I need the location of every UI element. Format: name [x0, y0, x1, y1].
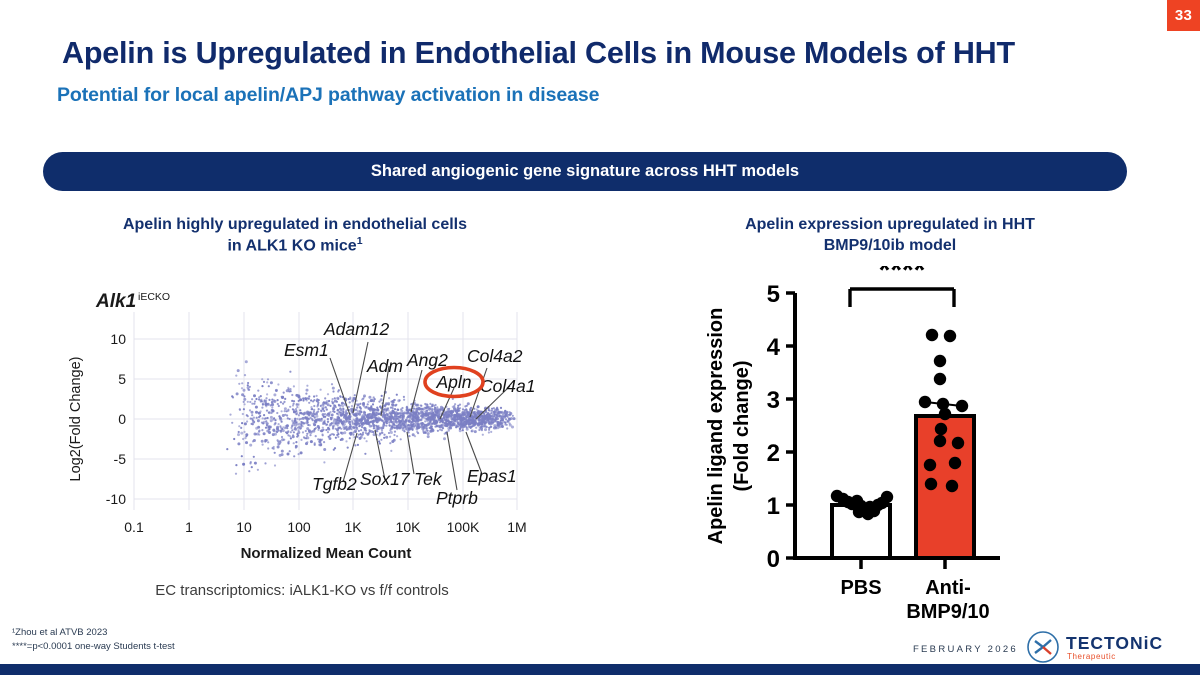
left-panel-header-line1: Apelin highly upregulated in endothelial…: [122, 216, 468, 233]
bar-y-axis-label-line1: Apelin ligand expression: [705, 308, 727, 545]
scatter-plot: Alk1 iECKO 10 5 0 -5 -10 Log2(Fold Chang…: [62, 282, 542, 572]
significance-stars: ****: [879, 266, 926, 287]
bar-y-ticks: 0 1 2 3 4 5: [767, 281, 781, 573]
scatter-y-tick: 0: [118, 411, 126, 427]
scatter-y-tick: 10: [110, 331, 126, 347]
left-panel-header-line2: in ALK1 KO mice: [227, 237, 357, 255]
scatter-y-tick: -5: [114, 451, 127, 467]
scatter-x-tick: 1M: [507, 519, 526, 535]
section-banner: Shared angiogenic gene signature across …: [43, 152, 1127, 191]
bar-y-tick: 5: [767, 281, 780, 308]
gene-label-col4a1: Col4a1: [480, 376, 535, 396]
gene-label-ptprb: Ptprb: [436, 488, 478, 508]
gene-label-esm1: Esm1: [284, 340, 329, 360]
scatter-gene-labels-top: Esm1 Adam12 Adm Ang2 Col4a2 Col4a1: [284, 319, 535, 396]
logo-stroke-red: [1042, 646, 1052, 655]
logo-tagline: Therapeutic: [1067, 652, 1116, 661]
gene-label-ang2: Ang2: [406, 350, 448, 370]
gene-label-tgfb2: Tgfb2: [312, 474, 357, 494]
scatter-y-ticks: 10 5 0 -5 -10: [106, 331, 126, 507]
scatter-x-ticks: 0.1 1 10 100 1K 10K 100K 1M: [124, 519, 526, 535]
footnote-1: ¹Zhou et al ATVB 2023: [12, 627, 108, 638]
logo-stroke-blue: [1042, 639, 1052, 648]
bar-y-tick: 0: [767, 546, 780, 573]
scatter-plot-title-superscript: iECKO: [138, 291, 170, 303]
bar-chart: 0 1 2 3 4 5 Apelin ligand expression (Fo…: [700, 254, 1040, 626]
scatter-x-tick: 100: [287, 519, 311, 535]
page-subtitle: Potential for local apelin/APJ pathway a…: [57, 84, 600, 106]
bar-point-connector: [924, 401, 963, 407]
right-panel-header-line1: Apelin expression upregulated in HHT: [745, 216, 1035, 233]
significance-bracket: [848, 287, 956, 307]
gene-label-sox17: Sox17: [360, 469, 411, 489]
left-panel-header-superscript: 1: [356, 235, 363, 248]
scatter-x-axis-label: Normalized Mean Count: [241, 545, 412, 562]
gene-label-epas1: Epas1: [467, 466, 517, 486]
scatter-plot-title: Alk1: [95, 291, 136, 312]
footnote-2: ****=p<0.0001 one-way Students t-test: [12, 641, 175, 653]
bar-points-pbs: [830, 489, 894, 521]
scatter-leader-lines: [329, 341, 511, 491]
bar-y-axis-label-line2: (Fold change): [731, 360, 753, 491]
logo-circle: [1027, 631, 1059, 663]
bar-y-tick: 2: [767, 440, 780, 467]
scatter-x-tick: 1K: [344, 519, 362, 535]
scatter-x-tick: 10K: [396, 519, 422, 535]
scatter-gridlines: [133, 312, 518, 510]
apln-highlight-ellipse: [423, 365, 485, 399]
scatter-plot-svg: Alk1 iECKO 10 5 0 -5 -10 Log2(Fold Chang…: [68, 291, 535, 562]
scatter-x-tick: 100K: [447, 519, 480, 535]
scatter-points: [226, 360, 516, 475]
gene-label-adm: Adm: [366, 356, 403, 376]
logo-wordmark: TECTONiC: [1066, 633, 1163, 653]
scatter-x-tick: 0.1: [124, 519, 144, 535]
page-title: Apelin is Upregulated in Endothelial Cel…: [62, 36, 1015, 70]
scatter-y-tick: 5: [118, 371, 126, 387]
company-logo-svg: TECTONiC Therapeutic: [1027, 631, 1163, 663]
bar-category-label-bmp910: BMP9/10: [906, 601, 989, 623]
logo-arrow-icon: [1034, 640, 1045, 654]
gene-label-adam12: Adam12: [323, 319, 389, 339]
scatter-plot-caption: EC transcriptomics: iALK1-KO vs f/f cont…: [155, 582, 449, 599]
scatter-x-tick: 10: [236, 519, 252, 535]
right-panel-header: Apelin expression upregulated in HHT BMP…: [640, 214, 1140, 256]
bar-category-label-anti: Anti-: [925, 577, 971, 599]
scatter-gene-labels-bottom: Tgfb2 Sox17 Tek Ptprb Epas1: [312, 466, 517, 508]
footer-date: FEBRUARY 2026: [912, 644, 1018, 655]
scatter-x-tick: 1: [185, 519, 193, 535]
bar-y-tick: 3: [767, 387, 780, 414]
footer-bar: [0, 664, 1200, 675]
right-panel-header-line2: BMP9/10ib model: [823, 237, 957, 255]
left-panel-header: Apelin highly upregulated in endothelial…: [60, 214, 530, 257]
bar-points-anti-bmp910: [918, 328, 969, 493]
bar-y-tickmarks: [786, 291, 795, 560]
gene-label-apln: Apln: [435, 372, 471, 392]
bar-y-tick: 4: [767, 334, 781, 361]
footnotes: ¹Zhou et al ATVB 2023 ****=p<0.0001 one-…: [12, 626, 175, 655]
bar-category-label-pbs: PBS: [840, 577, 881, 599]
bar-anti-bmp910: [914, 414, 976, 560]
company-logo: TECTONiC Therapeutic: [1026, 630, 1176, 664]
page-number-badge: 33: [1167, 0, 1200, 31]
scatter-y-axis-label: Log2(Fold Change): [68, 357, 84, 482]
bar-x-tickmarks: [859, 558, 947, 569]
bar-y-tick: 1: [767, 493, 780, 520]
section-banner-label: Shared angiogenic gene signature across …: [370, 162, 800, 180]
gene-label-col4a2: Col4a2: [467, 346, 523, 366]
scatter-y-tick: -10: [106, 491, 126, 507]
bar-chart-svg: 0 1 2 3 4 5 Apelin ligand expression (Fo…: [705, 254, 1000, 623]
gene-label-tek: Tek: [414, 469, 443, 489]
